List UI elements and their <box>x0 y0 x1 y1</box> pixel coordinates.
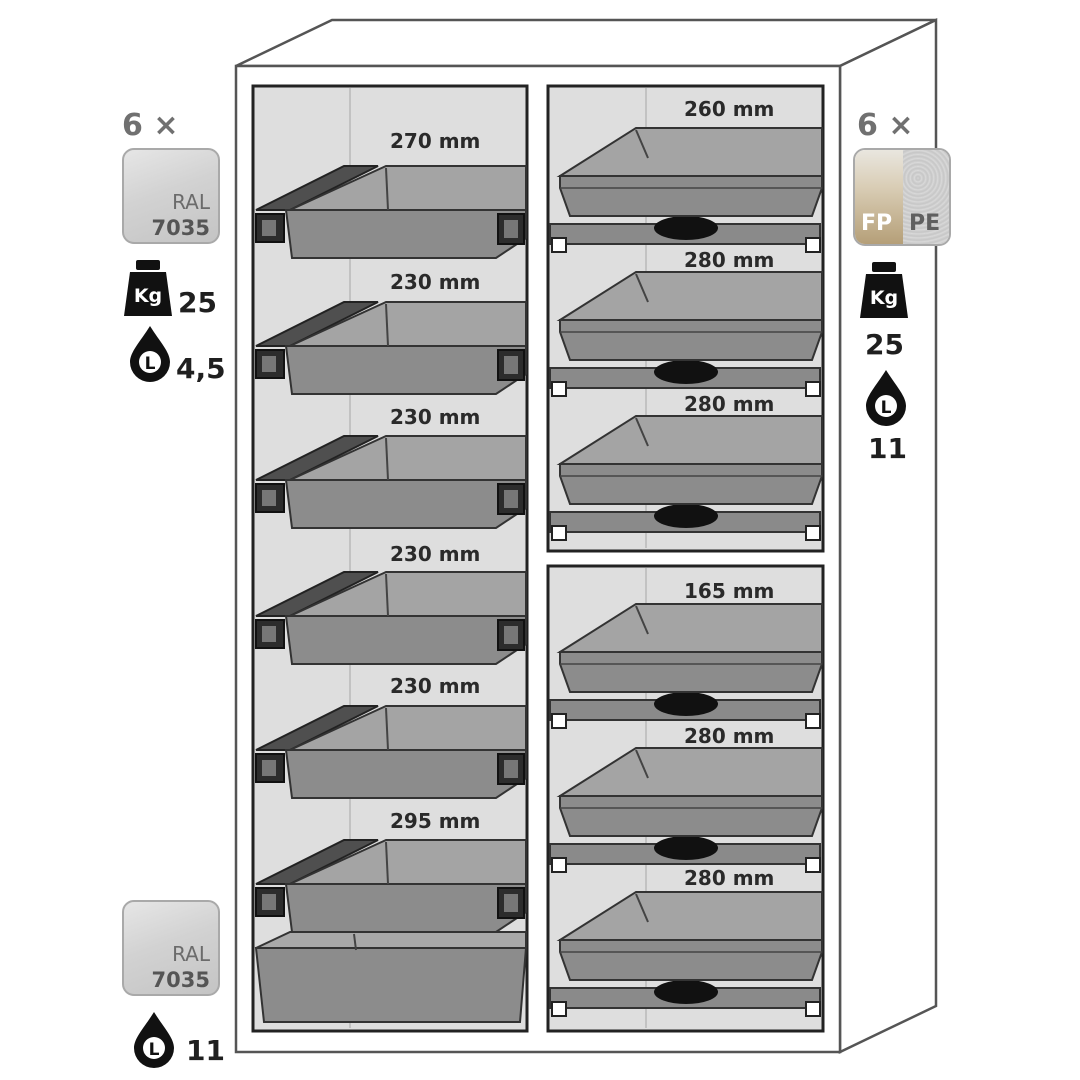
ral-text: RAL <box>172 190 210 214</box>
material-pe: PE <box>909 211 941 236</box>
left-drawer-6 <box>255 839 527 933</box>
left-drawer-4-label: 230 mm <box>390 542 481 566</box>
right-drawer-1 <box>549 127 823 253</box>
drop-icon-right: L <box>866 370 906 426</box>
material-fp: FP <box>861 211 893 236</box>
left-drawer-2-label: 230 mm <box>390 270 481 294</box>
material-swatch: FP PE <box>853 148 951 246</box>
right-drawer-3-label: 280 mm <box>684 392 775 416</box>
right-multiplier: 6 × <box>857 108 914 143</box>
bottom-volume-value: 11 <box>186 1034 225 1067</box>
svg-text:Kg: Kg <box>870 287 898 309</box>
weight-icon: Kg <box>124 260 172 316</box>
left-drawer-5 <box>255 705 527 799</box>
left-drawer-6-label: 295 mm <box>390 809 481 833</box>
ral-text-bottom: RAL <box>172 942 210 966</box>
left-drawer-3 <box>255 435 527 529</box>
svg-text:L: L <box>881 398 892 418</box>
right-volume-value: 11 <box>868 432 907 465</box>
right-drawer-5-label: 280 mm <box>684 724 775 748</box>
svg-text:L: L <box>145 354 156 374</box>
right-drawer-3 <box>549 415 823 541</box>
right-drawer-4-label: 165 mm <box>684 579 775 603</box>
right-drawer-4 <box>549 603 823 729</box>
drop-icon-bottom: L <box>133 1012 174 1069</box>
right-drawer-2 <box>549 271 823 397</box>
ral-swatch-bottom: RAL 7035 <box>122 900 220 996</box>
left-weight-value: 25 <box>178 286 217 319</box>
svg-text:L: L <box>149 1040 160 1060</box>
left-drawer-2 <box>255 301 527 395</box>
right-weight-value: 25 <box>865 328 904 361</box>
right-drawer-6-label: 280 mm <box>684 866 775 890</box>
ral-code: 7035 <box>151 216 210 240</box>
right-drawer-stack <box>549 127 823 1017</box>
left-drawer-5-label: 230 mm <box>390 674 481 698</box>
ral-code-bottom: 7035 <box>151 968 210 992</box>
svg-text:Kg: Kg <box>134 285 162 307</box>
right-drawer-2-label: 280 mm <box>684 248 775 272</box>
weight-icon-right: Kg <box>860 262 908 318</box>
left-drawer-3-label: 230 mm <box>390 405 481 429</box>
left-drawer-stack <box>255 165 527 933</box>
left-drawer-4 <box>255 571 527 665</box>
left-drawer-1-label: 270 mm <box>390 129 481 153</box>
bottom-sump-tray <box>254 931 528 1023</box>
right-drawer-1-label: 260 mm <box>684 97 775 121</box>
drop-icon: L <box>130 326 170 382</box>
right-drawer-6 <box>549 891 823 1017</box>
ral-swatch-top: RAL 7035 <box>122 148 220 244</box>
left-multiplier: 6 × <box>122 108 179 143</box>
left-drawer-1 <box>255 165 527 259</box>
right-drawer-5 <box>549 747 823 873</box>
left-volume-value: 4,5 <box>176 352 226 385</box>
